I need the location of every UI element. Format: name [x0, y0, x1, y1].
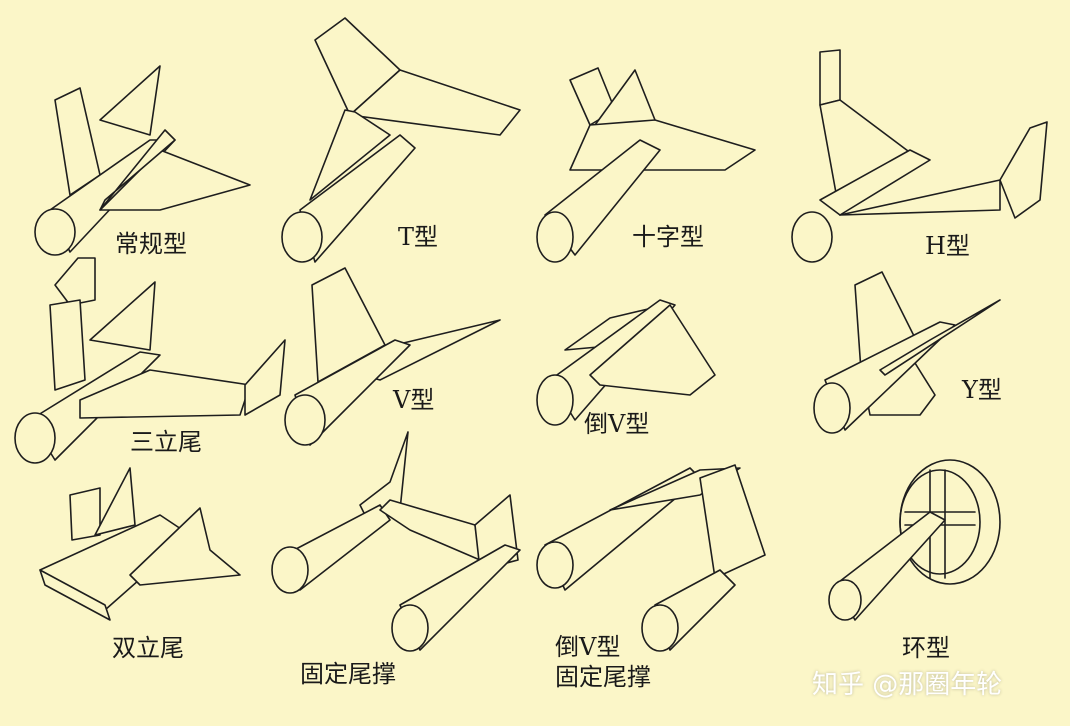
- inverted-v-tail-drawing: [536, 299, 716, 426]
- label-h-tail: H型: [925, 232, 970, 260]
- triple-tail-drawing: [14, 257, 286, 464]
- twin-tail-drawing: [39, 467, 241, 621]
- v-tail-drawing: [284, 267, 501, 446]
- watermark: 知乎 @那圈年轮: [812, 670, 1003, 700]
- ring-tail-drawing: [828, 459, 1001, 621]
- fixed-boom-tail-drawing: [271, 431, 521, 652]
- label-fixed-boom: 固定尾撑: [300, 660, 396, 688]
- label-conventional: 常规型: [115, 230, 187, 258]
- conventional-tail-drawing: [34, 65, 251, 256]
- label-inverted-v-boom: 倒V型 固定尾撑: [555, 633, 651, 691]
- t-tail-drawing: [281, 17, 521, 263]
- inverted-v-boom-tail-drawing: [536, 464, 766, 652]
- label-triple-tail: 三立尾: [130, 428, 202, 456]
- y-tail-drawing: [813, 271, 1001, 434]
- cruciform-tail-drawing: [536, 67, 756, 263]
- label-y-tail: Y型: [962, 376, 1002, 404]
- label-cruciform: 十字型: [632, 223, 704, 251]
- h-tail-drawing: [791, 49, 1048, 263]
- label-ring-tail: 环型: [902, 634, 950, 662]
- label-twin-tail: 双立尾: [112, 634, 184, 662]
- label-inverted-v: 倒V型: [584, 410, 650, 438]
- label-t-tail: T型: [398, 223, 439, 251]
- label-v-tail: V型: [393, 386, 435, 414]
